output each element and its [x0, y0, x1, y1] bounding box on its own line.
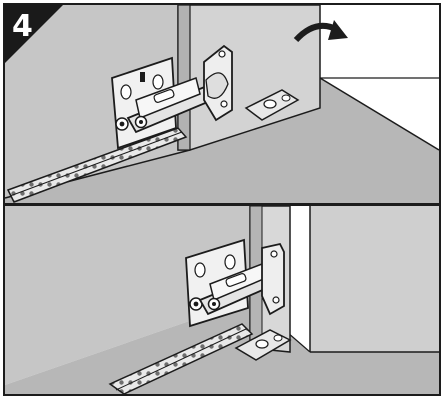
step-badge: 4: [4, 4, 64, 64]
door-catch-bracket-2: [234, 329, 292, 361]
rotate-arrow-icon: [293, 20, 348, 43]
hinge-closed-panel: [3, 204, 441, 396]
hinge-cup-2: [261, 242, 285, 316]
hinge-open-panel: [3, 3, 441, 205]
cabinet-back-wall-2: [5, 206, 250, 385]
hinge-cup: [203, 44, 233, 122]
hinge-arm: [126, 77, 224, 134]
drawer-slide-rail: [6, 127, 188, 203]
cabinet-floor: [5, 78, 439, 203]
cabinet-right-wall: [310, 206, 439, 352]
step-number: 4: [12, 9, 33, 44]
door-catch-bracket: [244, 89, 300, 121]
